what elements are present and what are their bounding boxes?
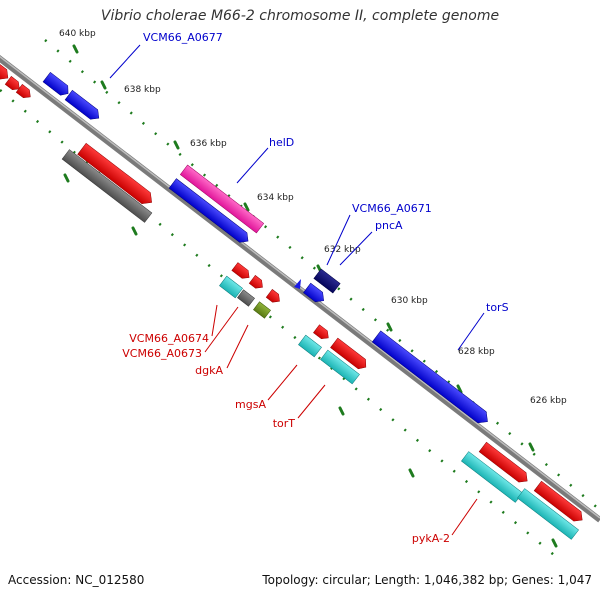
gene-pnca[interactable] [303, 282, 327, 305]
tick-label-626: 626 kbp [530, 396, 567, 406]
leader-tort [297, 384, 326, 419]
gene-arrow-vcm66-a0677-b[interactable] [64, 89, 102, 123]
gene-arrow-vcm66-a0677-a[interactable] [42, 71, 72, 98]
accession-text: Accession: NC_012580 [8, 573, 145, 587]
gene-arrow-red-mgsa-upper[interactable] [313, 324, 331, 342]
gene-pyka-2[interactable] [461, 451, 523, 503]
gene-arrow-tors[interactable] [371, 330, 492, 427]
gene-arrow-red-partial-3[interactable] [15, 84, 33, 100]
gene-gray-left-large[interactable] [61, 149, 153, 223]
topology-summary: Topology: circular; Length: 1,046,382 bp… [262, 573, 592, 587]
tick-label-636: 636 kbp [190, 139, 227, 149]
leader-tors [457, 312, 485, 351]
tick-label-638: 638 kbp [124, 85, 161, 95]
tick-label-632: 632 kbp [324, 245, 361, 255]
leader-pnca [339, 231, 373, 266]
label-vcm66-a0673[interactable]: VCM66_A0673 [122, 347, 202, 360]
leader-vcm66-a0674 [211, 304, 218, 337]
gene-arrow-red-pyka-upper-1[interactable] [478, 441, 531, 486]
gene-arrow-red-tort-upper[interactable] [330, 337, 369, 372]
map-title: Vibrio cholerae M66-2 chromosome II, com… [100, 8, 500, 24]
inner-tick-ruler [0, 89, 561, 561]
label-held[interactable]: helD [269, 136, 294, 149]
gene-mgsa[interactable] [298, 334, 322, 358]
gene-arrow-blue-helD-neighbor[interactable] [168, 178, 252, 246]
label-vcm66-a0674[interactable]: VCM66_A0674 [129, 332, 209, 345]
gene-arrow-red-small-3[interactable] [265, 289, 282, 305]
tick-label-634: 634 kbp [257, 193, 294, 203]
label-tort[interactable]: torT [273, 417, 296, 430]
gene-arrow-red-partial-1[interactable] [0, 62, 12, 82]
leader-vcm66-a0671 [326, 214, 351, 266]
leader-held [236, 147, 269, 184]
label-mgsa[interactable]: mgsA [235, 398, 266, 411]
label-vcm66-a0677[interactable]: VCM66_A0677 [143, 31, 223, 44]
tick-label-628: 628 kbp [458, 347, 495, 357]
label-tors[interactable]: torS [486, 301, 509, 314]
gene-tort[interactable] [320, 349, 360, 385]
gene-arrow-red-small-1[interactable] [231, 262, 252, 282]
leader-vcm66-a0673 [204, 306, 239, 353]
label-vcm66-a0671[interactable]: VCM66_A0671 [352, 202, 432, 215]
gene-vcm66-a0671[interactable] [313, 268, 341, 294]
gene-dgka[interactable] [253, 301, 271, 319]
gene-vcm66-a0673[interactable] [237, 289, 255, 307]
leader-dgka [226, 324, 249, 369]
leader-vcm66-a0677 [109, 44, 141, 79]
label-dgka[interactable]: dgkA [195, 364, 223, 377]
gene-small-blue-triangle[interactable] [294, 279, 301, 289]
tick-label-640: 640 kbp [59, 29, 96, 39]
label-leader-lines [109, 44, 485, 536]
gene-arrow-held[interactable] [179, 164, 265, 234]
gene-vcm66-a0674[interactable] [219, 275, 243, 299]
gene-arrow-red-small-2[interactable] [248, 275, 265, 291]
label-pyka-2[interactable]: pykA-2 [412, 532, 450, 545]
gene-arrow-red-pyka-upper-2[interactable] [533, 480, 586, 525]
gene-cyan-pyka-neighbor[interactable] [517, 488, 579, 540]
label-pnca[interactable]: pncA [375, 219, 403, 232]
gene-arrow-red-left-large[interactable] [77, 142, 156, 208]
leader-mgsa [267, 364, 298, 401]
leader-pyka-2 [451, 498, 478, 536]
tick-labels: 640 kbp 638 kbp 636 kbp 634 kbp 632 kbp … [59, 29, 567, 406]
gene-labels: VCM66_A0677 helD VCM66_A0671 pncA torS V… [122, 31, 508, 545]
tick-label-630: 630 kbp [391, 296, 428, 306]
gene-features [0, 62, 586, 540]
gene-arrow-red-partial-2[interactable] [4, 76, 22, 92]
